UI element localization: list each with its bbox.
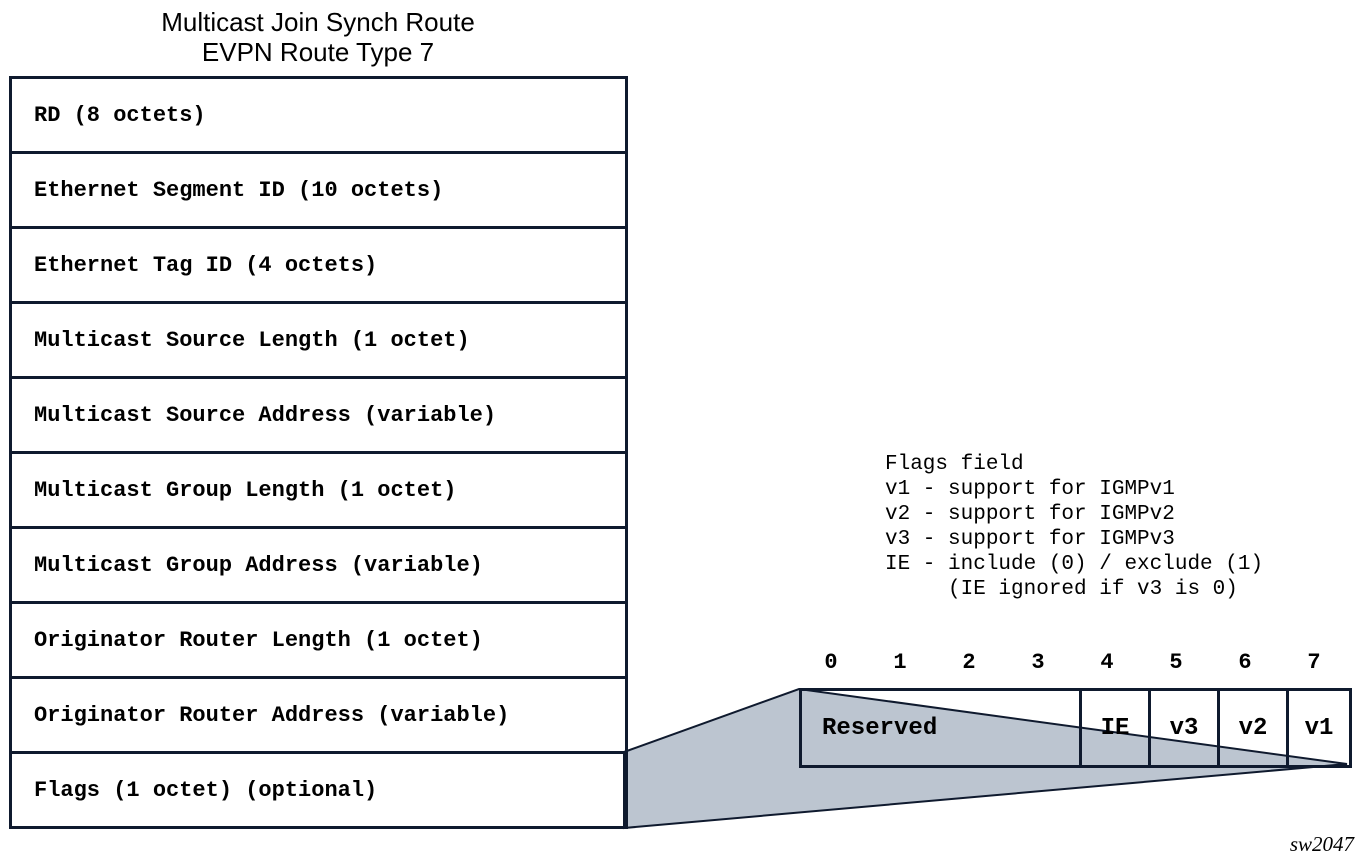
flags-bit-field: Reserved IE v3 v2 v1 <box>799 688 1352 768</box>
flag-cell-v2: v2 <box>1217 691 1286 765</box>
flag-cell-v1: v1 <box>1286 691 1349 765</box>
field-row-multicast-group-length: Multicast Group Length (1 octet) <box>12 454 625 529</box>
legend-line-v3: v3 - support for IGMPv3 <box>885 528 1175 551</box>
field-row-multicast-group-address: Multicast Group Address (variable) <box>12 529 625 604</box>
field-row-flags: Flags (1 octet) (optional) <box>34 777 378 803</box>
bit-number-1: 1 <box>893 650 907 675</box>
figure-id: sw2047 <box>1289 832 1354 856</box>
legend-line-v2: v2 - support for IGMPv2 <box>885 503 1175 526</box>
field-row-multicast-source-length: Multicast Source Length (1 octet) <box>12 304 625 379</box>
bit-number-3: 3 <box>1031 650 1045 675</box>
bit-number-5: 5 <box>1169 650 1183 675</box>
diagram-title-line1: Multicast Join Synch Route <box>161 7 475 37</box>
legend-heading: Flags field <box>885 453 1024 476</box>
bit-number-6: 6 <box>1238 650 1252 675</box>
diagram-title-line2: EVPN Route Type 7 <box>201 37 435 67</box>
field-row-rd: RD (8 octets) <box>12 79 625 154</box>
bit-number-4: 4 <box>1100 650 1114 675</box>
field-row-originator-router-address: Originator Router Address (variable) <box>12 679 625 754</box>
legend-line-v1: v1 - support for IGMPv1 <box>885 478 1175 501</box>
field-row-ethernet-tag-id: Ethernet Tag ID (4 octets) <box>12 229 625 304</box>
flag-cell-reserved: Reserved <box>822 714 938 742</box>
flag-cell-ie: IE <box>1079 691 1148 765</box>
flag-cell-v3: v3 <box>1148 691 1217 765</box>
bit-number-2: 2 <box>962 650 976 675</box>
field-row-multicast-source-address: Multicast Source Address (variable) <box>12 379 625 454</box>
field-row-originator-router-length: Originator Router Length (1 octet) <box>12 604 625 679</box>
zoom-connector-shape <box>623 687 1348 830</box>
legend-line-ie-note: (IE ignored if v3 is 0) <box>885 578 1238 601</box>
bit-number-7: 7 <box>1307 650 1321 675</box>
bit-number-0: 0 <box>824 650 838 675</box>
legend-line-ie: IE - include (0) / exclude (1) <box>885 553 1264 576</box>
field-row-ethernet-segment-id: Ethernet Segment ID (10 octets) <box>12 154 625 229</box>
route-fields-table: RD (8 octets) Ethernet Segment ID (10 oc… <box>9 76 628 829</box>
